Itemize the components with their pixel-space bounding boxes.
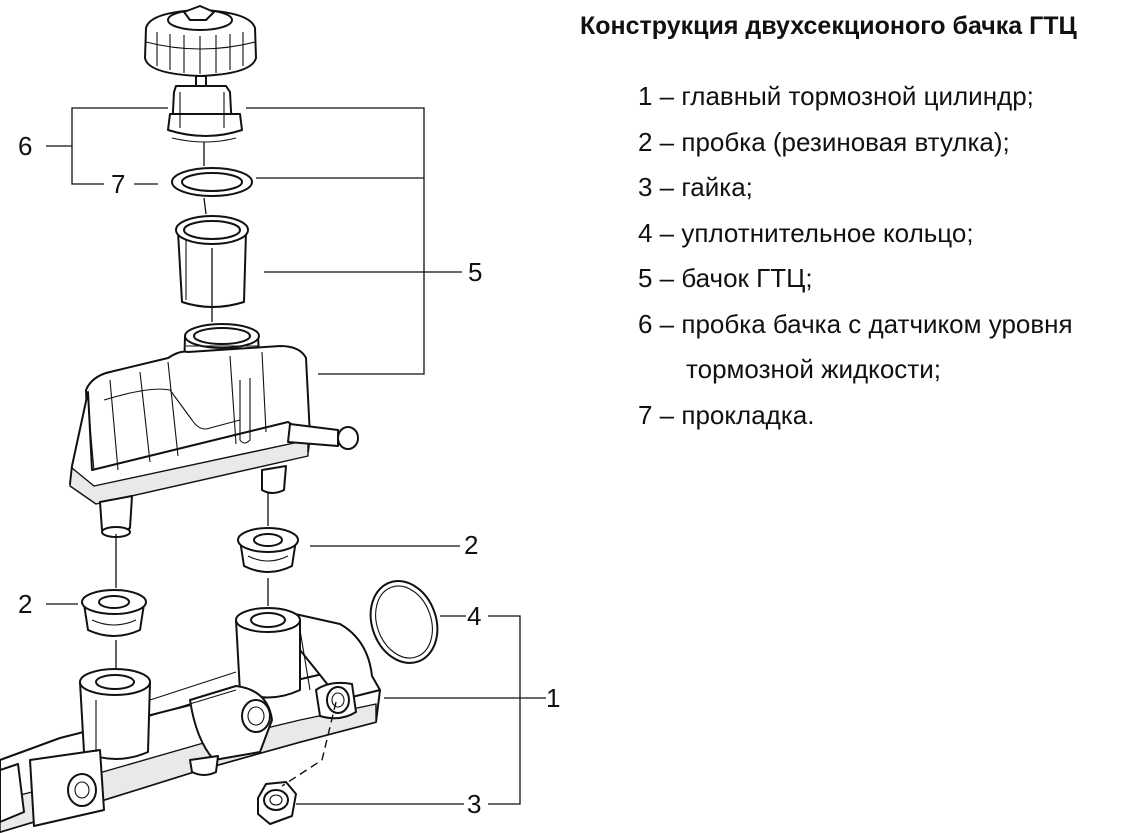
legend-panel: Конструкция двухсекционого бачка ГТЦ 1 –…: [580, 8, 1148, 438]
rubber-bushing-right: [237, 527, 299, 573]
callout-4: 4: [467, 601, 481, 631]
legend-item-1: 1 – главный тормозной цилиндр;: [638, 81, 1034, 111]
exploded-view-drawing: 1 2 2 3 4 5 6 7: [0, 5, 560, 833]
callout-1: 1: [546, 683, 560, 713]
sealing-ring: [369, 580, 439, 664]
assembly-axes: [115, 142, 337, 787]
rubber-bushing-left: [81, 589, 147, 637]
legend-item-4: 4 – уплотнительное кольцо;: [638, 217, 974, 248]
reservoir-cap: [144, 5, 257, 93]
nut: [257, 781, 297, 825]
legend-item-3: 3 – гайка;: [638, 172, 753, 202]
legend-item-2: 2 – пробка (резиновая втулка);: [638, 126, 1010, 157]
diagram-title: Конструкция двухсекционого бачка ГТЦ: [580, 12, 1077, 40]
legend-item-5: 5 – бачок ГТЦ;: [638, 263, 813, 293]
reservoir-body: [69, 323, 359, 538]
legend-item-6-continued: тормозной жидкости;: [686, 354, 941, 384]
legend-item-6: 6 – пробка бачка с датчиком уровня: [638, 308, 1073, 339]
callout-3: 3: [467, 789, 481, 819]
leader-lines: [46, 107, 546, 805]
callout-labels: 1 2 2 3 4 5 6 7: [18, 131, 560, 819]
level-sensor: [167, 85, 243, 143]
master-cylinder: [0, 607, 381, 833]
legend-item-7: 7 – прокладка.: [638, 399, 815, 430]
callout-2-right: 2: [464, 530, 478, 560]
legend-list: 1 – главный тормозной цилиндр; 2 – пробк…: [580, 74, 1148, 438]
callout-6: 6: [18, 131, 32, 161]
callout-2-left: 2: [18, 589, 32, 619]
callout-7: 7: [111, 169, 125, 199]
gasket: [171, 167, 253, 197]
callout-5: 5: [468, 257, 482, 287]
